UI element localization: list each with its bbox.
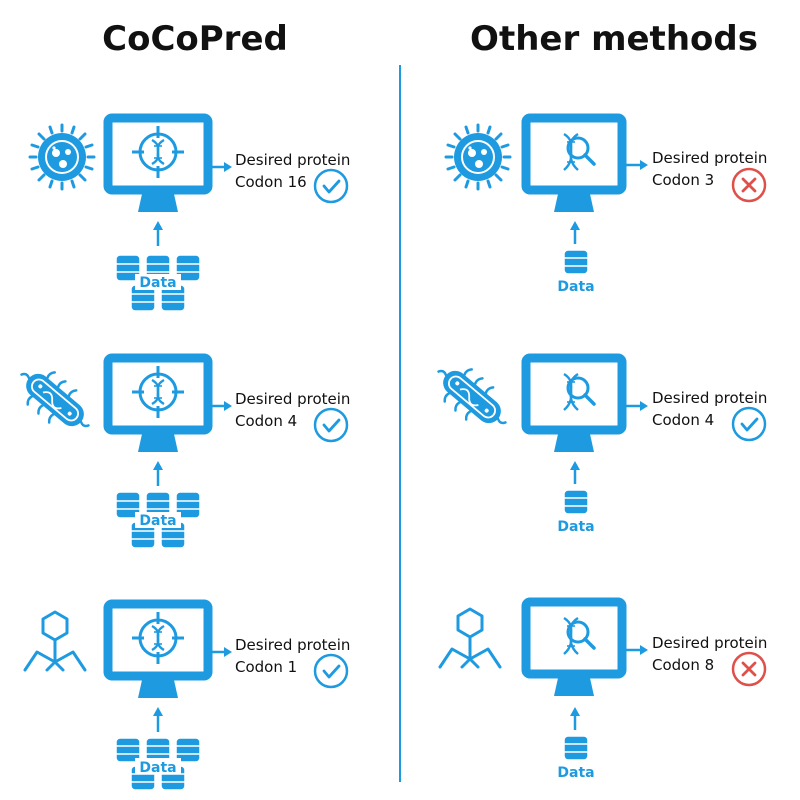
computer-monitor [103,113,213,212]
dna-magnifier-icon [563,616,596,655]
desired-protein-label: Desired protein [652,149,767,167]
codon-label: Codon 4 [235,412,297,430]
data-label: Data [139,275,176,291]
virus-icon [28,123,96,191]
virus-icon [444,123,512,191]
other-methods-row-1: Desired protein Codon 3 Data [444,113,767,295]
codon-label: Codon 4 [652,411,714,429]
arrow-up [153,221,163,246]
check-icon [313,168,349,204]
desired-protein-label: Desired protein [235,151,350,169]
dna-magnifier-icon [563,372,596,411]
bacteriophage-icon [23,610,87,672]
arrow-right [626,160,648,170]
data-label: Data [557,519,594,535]
computer-monitor [521,113,627,212]
dna-target-icon [132,126,184,178]
arrow-up [570,221,580,244]
database-icon [563,735,589,761]
arrow-up [153,461,163,486]
arrow-up [153,707,163,732]
computer-monitor [103,599,213,698]
dna-target-icon [132,366,184,418]
computer-monitor [521,353,627,452]
database-icon [563,249,589,275]
codon-label: Codon 16 [235,173,307,191]
database-icon [563,489,589,515]
dna-target-icon [132,612,184,664]
data-label: Data [139,760,176,776]
cocopred-row-3: Desired protein Codon 1 Data [23,599,350,791]
bacteriophage-icon [438,607,502,669]
codon-label: Codon 1 [235,658,297,676]
arrow-up [570,707,580,730]
cross-icon [731,167,767,203]
column-title-cocopred: CoCoPred [102,19,288,59]
desired-protein-label: Desired protein [652,634,767,652]
other-methods-row-3: Desired protein Codon 8 Data [438,597,767,781]
arrow-up [570,461,580,484]
computer-monitor [103,353,213,452]
other-methods-row-2: Desired protein Codon 4 Data [437,353,767,535]
cocopred-row-1: Desired protein Codon 16 Data [28,113,350,312]
codon-label: Codon 8 [652,656,714,674]
data-label: Data [557,765,594,781]
arrow-right [210,401,232,411]
desired-protein-label: Desired protein [235,636,350,654]
data-label-bg [135,758,181,774]
bacterium-icon [437,368,507,425]
computer-monitor [521,597,627,696]
arrow-right [210,647,232,657]
database-cluster-icon [115,491,201,549]
desired-protein-label: Desired protein [235,390,350,408]
dna-magnifier-icon [563,132,596,171]
check-icon [313,653,349,689]
data-label-bg [135,274,181,290]
bacterium-icon [20,371,90,428]
data-label: Data [557,279,594,295]
column-title-other-methods: Other methods [470,19,758,59]
arrow-right [626,645,648,655]
data-label: Data [139,513,176,529]
codon-label: Codon 3 [652,171,714,189]
cocopred-row-2: Desired protein Codon 4 Data [20,353,350,549]
arrow-right [210,162,232,172]
arrow-right [626,401,648,411]
cross-icon [731,651,767,687]
check-icon [731,406,767,442]
desired-protein-label: Desired protein [652,389,767,407]
data-label-bg [135,512,181,528]
check-icon [313,407,349,443]
